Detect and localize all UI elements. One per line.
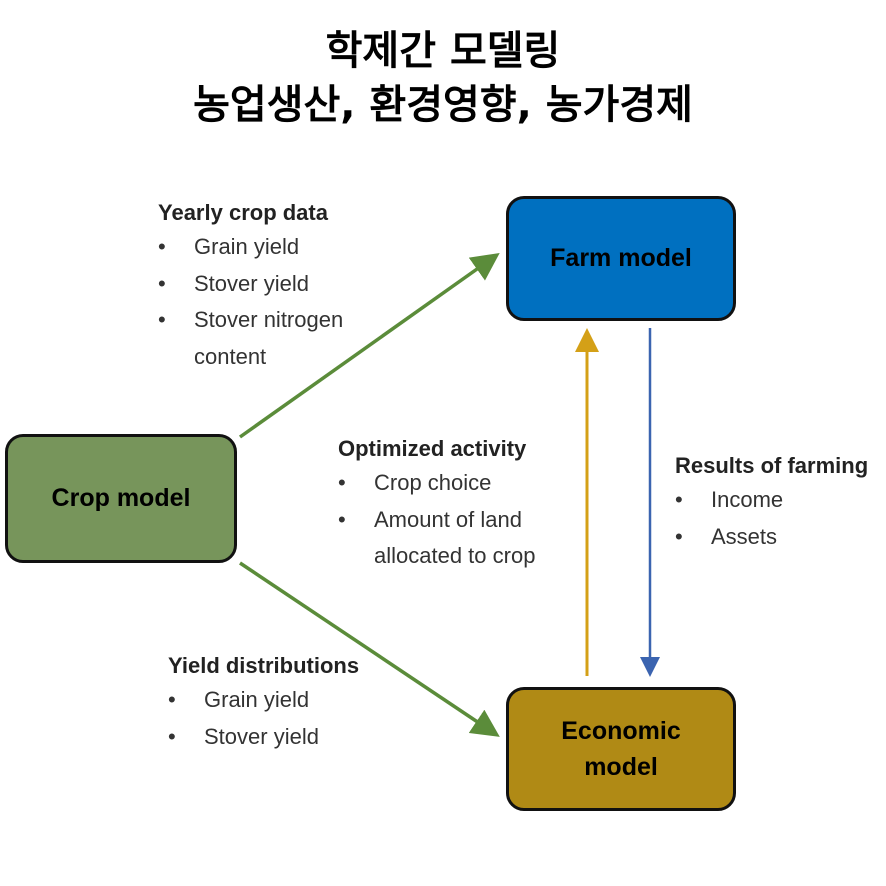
bullet: • xyxy=(158,270,166,296)
crop-model-label: Crop model xyxy=(51,484,191,513)
item-text: Stover yield xyxy=(204,723,319,749)
bullet: • xyxy=(158,307,166,332)
list-item: • Assets xyxy=(675,524,868,561)
item-text: Grain yield xyxy=(204,687,310,712)
crop-model-node: Crop model xyxy=(5,434,237,563)
list-item: • Stover yield xyxy=(158,271,343,308)
list-item: • Stover yield xyxy=(168,724,359,761)
economic-model-label-1: Economic xyxy=(561,716,681,745)
yield-distributions-block: Yield distributions • Grain yield • Stover… xyxy=(168,653,359,760)
bullet: • xyxy=(675,523,683,549)
farm-model-node: Farm model xyxy=(506,196,736,321)
item-text: Assets xyxy=(711,523,778,549)
optimized-heading: Optimized activity xyxy=(338,436,527,461)
item-text: Grain yield xyxy=(194,234,300,259)
list-item: • Amount of land xyxy=(338,507,535,544)
arrow-crop-to-economic xyxy=(239,561,500,737)
bullet: • xyxy=(338,470,346,495)
economic-model-label-2: model xyxy=(584,753,658,781)
list-item: • Grain yield xyxy=(168,687,359,724)
title-line-1: 학제간 모델링 xyxy=(325,28,561,74)
list-item: • Crop choice xyxy=(338,470,535,507)
results-heading: Results of farming xyxy=(675,453,869,478)
item-text: Stover nitrogen xyxy=(194,307,344,332)
title-line-2: 농업생산, 환경영향, 농가경제 xyxy=(193,82,693,128)
item-continuation: allocated to crop xyxy=(374,543,536,568)
bullet: • xyxy=(338,506,346,532)
farm-model-label: Farm model xyxy=(550,244,692,273)
bullet: • xyxy=(158,234,166,259)
list-item: • Income xyxy=(675,487,868,524)
item-text: Income xyxy=(711,487,784,512)
item-text: Amount of land xyxy=(374,506,522,532)
list-item: • Stover nitrogen xyxy=(158,307,343,344)
yield-heading: Yield distributions xyxy=(168,653,360,678)
item-text: Crop choice xyxy=(374,470,492,495)
optimized-activity-block: Optimized activity • Crop choice • Amount … xyxy=(338,436,535,580)
yearly-heading: Yearly crop data xyxy=(158,200,328,225)
arrow-crop-to-farm xyxy=(238,252,500,439)
bullet: • xyxy=(168,687,176,712)
item-text: Stover yield xyxy=(194,270,309,296)
item-continuation: content xyxy=(194,343,267,369)
bullet: • xyxy=(675,487,683,512)
bullet: • xyxy=(168,723,176,749)
results-of-farming-block: Results of farming • Income • Assets xyxy=(675,453,868,560)
yearly-crop-data-block: Yearly crop data • Grain yield • Stover yi… xyxy=(158,200,343,380)
list-item: • Grain yield xyxy=(158,234,343,271)
economic-model-node: Economic model xyxy=(506,687,736,811)
